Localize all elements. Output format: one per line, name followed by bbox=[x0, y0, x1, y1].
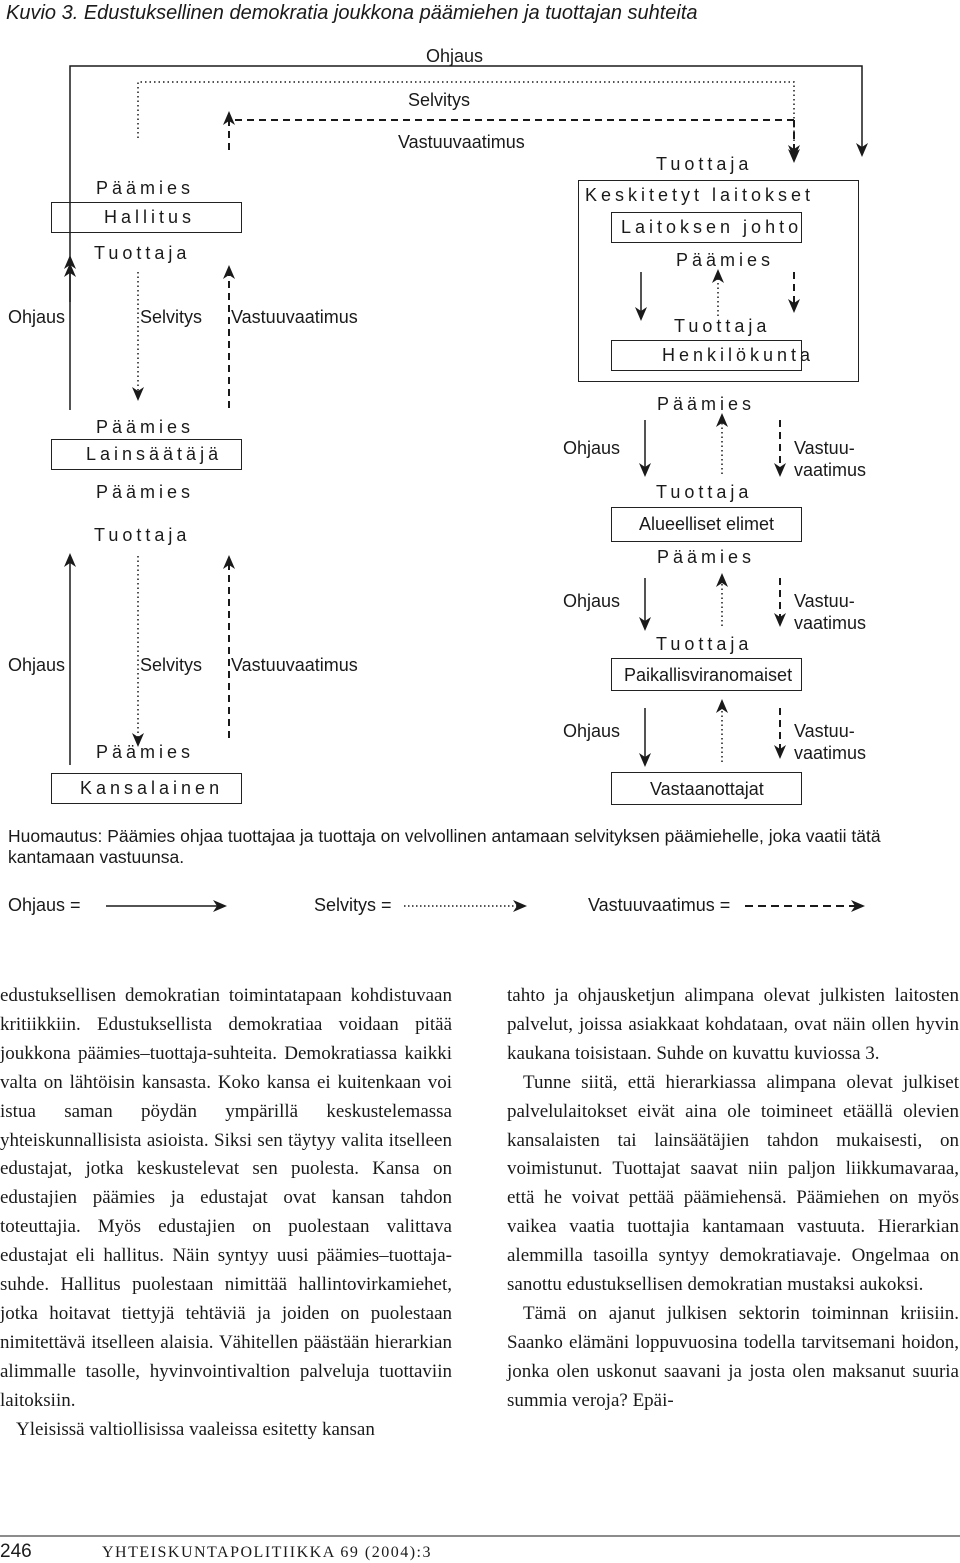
label-tuottaja-c: Tuottaja bbox=[656, 634, 753, 654]
box-lainsaataja: Lainsäätäjä bbox=[51, 439, 242, 470]
top-selvitys-line bbox=[137, 81, 800, 159]
label-paamies-hallitus: Päämies bbox=[96, 178, 195, 198]
body-column-right: tahto ja ohjausketjun alimpana olevat ju… bbox=[507, 982, 959, 1416]
henkilokunta-label: Henkilökunta bbox=[662, 345, 815, 365]
legend-vastuu-label: Vastuuvaatimus = bbox=[588, 895, 731, 915]
page-number: 246 bbox=[0, 1541, 32, 1562]
keskitetyt-label: Keskitetyt laitokset bbox=[585, 185, 815, 205]
top-vastuu-label: Vastuuvaatimus bbox=[398, 132, 525, 152]
left-vastuu-label-1: Vastuuvaatimus bbox=[231, 307, 358, 327]
left-vastuu-label-2: Vastuuvaatimus bbox=[231, 655, 358, 675]
left-selvitys-label-2: Selvitys bbox=[140, 655, 203, 675]
box-henkilokunta: Henkilökunta bbox=[611, 340, 810, 371]
body-paragraph: Tunne siitä, että hierarkiassa alimpana … bbox=[507, 1071, 959, 1296]
label-tuottaja-lainsaataja: Tuottaja bbox=[94, 525, 191, 545]
body-paragraph: Yleisissä valtiollisissa vaaleissa esite… bbox=[16, 1418, 375, 1440]
top-selvitys-label: Selvitys bbox=[408, 90, 471, 110]
legend-ohjaus-label: Ohjaus = bbox=[8, 895, 81, 915]
left-ohjaus-label-1: Ohjaus bbox=[8, 307, 66, 327]
box-keskitetyt-laitokset: Keskitetyt laitokset bbox=[578, 180, 859, 382]
figure-note: Huomautus: Päämies ohjaa tuottajaa ja tu… bbox=[8, 826, 881, 867]
label-paamies-lainsaataja-2: Päämies bbox=[96, 482, 195, 502]
hallitus-label: Hallitus bbox=[104, 207, 196, 227]
right-ohjaus-label-c: Ohjaus bbox=[563, 591, 621, 611]
lainsaataja-label: Lainsäätäjä bbox=[86, 444, 223, 464]
label-paamies-lainsaataja: Päämies bbox=[96, 417, 195, 437]
laitoksen-johto-label: Laitoksen johto bbox=[621, 217, 803, 237]
body-paragraph: edustuksellisen demokratian toimintatapa… bbox=[0, 985, 452, 1411]
box-kansalainen: Kansalainen bbox=[51, 773, 242, 804]
vastaanottajat-label: Vastaanottajat bbox=[650, 779, 764, 799]
label-paamies-b: Päämies bbox=[657, 394, 756, 414]
body-column-left: edustuksellisen demokratian toimintatapa… bbox=[0, 982, 452, 1445]
label-paamies-c: Päämies bbox=[657, 547, 756, 567]
box-paikallisviranomaiset: Paikallisviranomaiset bbox=[611, 658, 802, 691]
label-tuottaja-keskitetyt: Tuottaja bbox=[656, 154, 753, 174]
left-selvitys-label-1: Selvitys bbox=[140, 307, 203, 327]
right-ohjaus-label-d: Ohjaus bbox=[563, 721, 621, 741]
right-vastuu-label-c-1: Vastuu- bbox=[794, 591, 855, 611]
label-tuottaja-hallitus: Tuottaja bbox=[94, 243, 191, 263]
box-alueelliset-elimet: Alueelliset elimet bbox=[611, 507, 802, 542]
right-vastuu-label-b-2: vaatimus bbox=[794, 460, 867, 480]
top-ohjaus-label: Ohjaus bbox=[426, 46, 484, 66]
right-vastuu-label-c-2: vaatimus bbox=[794, 613, 867, 633]
label-tuottaja-b: Tuottaja bbox=[656, 482, 753, 502]
legend-selvitys-label: Selvitys = bbox=[314, 895, 392, 915]
kansalainen-label: Kansalainen bbox=[80, 778, 224, 798]
label-tuottaja-henkilokunta: Tuottaja bbox=[674, 316, 771, 336]
right-vastuu-label-b-1: Vastuu- bbox=[794, 438, 855, 458]
top-ohjaus-line bbox=[69, 65, 868, 258]
label-paamies-johto: Päämies bbox=[676, 250, 775, 270]
journal-name: YHTEISKUNTAPOLITIIKKA 69 (2004):3 bbox=[102, 1544, 432, 1561]
label-paamies-kansalainen: Päämies bbox=[96, 742, 195, 762]
footer-rule bbox=[0, 1535, 960, 1537]
box-hallitus: Hallitus bbox=[51, 202, 242, 233]
figure-title: Kuvio 3. Edustuksellinen demokratia jouk… bbox=[6, 2, 698, 24]
box-vastaanottajat: Vastaanottajat bbox=[611, 772, 802, 805]
hierarchy-diagram bbox=[64, 65, 868, 912]
right-vastuu-label-d-2: vaatimus bbox=[794, 743, 867, 763]
box-laitoksen-johto: Laitoksen johto bbox=[611, 212, 802, 243]
body-paragraph: tahto ja ohjausketjun alimpana olevat ju… bbox=[507, 985, 959, 1064]
body-paragraph: Tämä on ajanut julkisen sektorin toiminn… bbox=[507, 1302, 959, 1411]
right-vastuu-label-d-1: Vastuu- bbox=[794, 721, 855, 741]
right-ohjaus-label-b: Ohjaus bbox=[563, 438, 621, 458]
alueelliset-label: Alueelliset elimet bbox=[639, 514, 775, 534]
left-ohjaus-label-2: Ohjaus bbox=[8, 655, 66, 675]
paikallis-label: Paikallisviranomaiset bbox=[624, 665, 793, 685]
